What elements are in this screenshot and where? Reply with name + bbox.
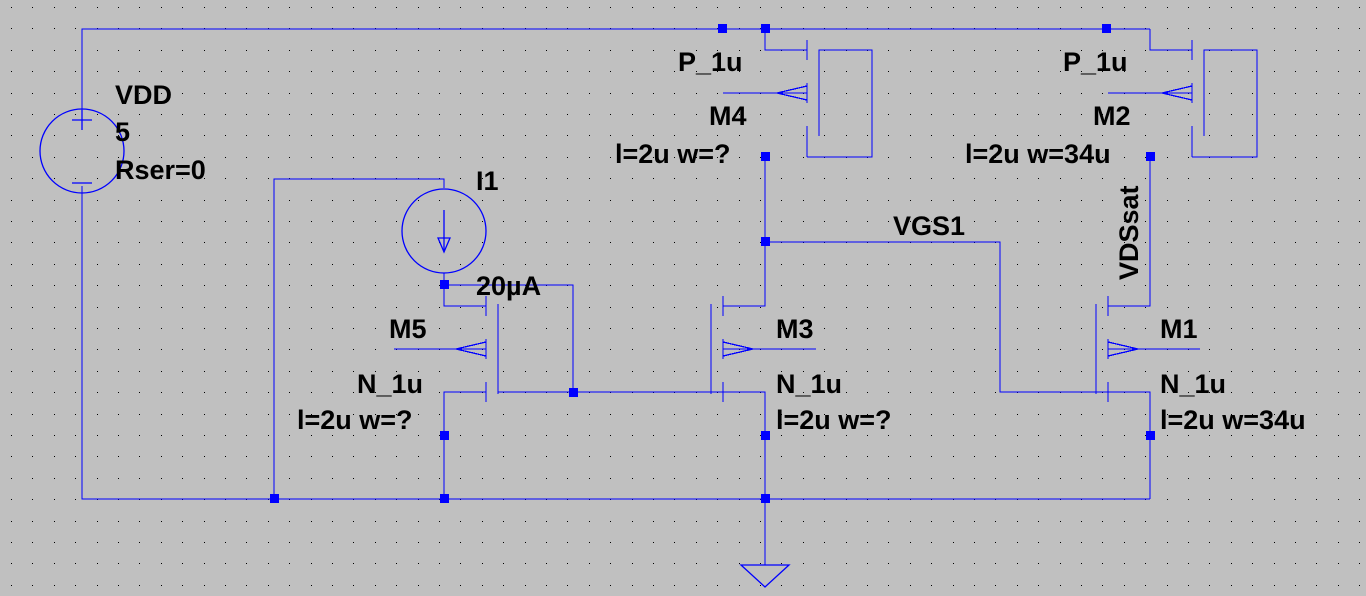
- ground-icon[interactable]: [739, 564, 791, 588]
- wire-m2-source[interactable]: [1149, 29, 1192, 51]
- junction-dot: [718, 24, 727, 33]
- junction-dot: [440, 431, 449, 440]
- wire-m4-source[interactable]: [764, 29, 807, 51]
- junction-dot: [1102, 24, 1111, 33]
- m5-model-label: N_1u: [357, 369, 424, 399]
- wire-m3-source[interactable]: [723, 391, 766, 565]
- m4-pmos-icon[interactable]: [776, 40, 808, 157]
- voltage-source-icon[interactable]: [39, 108, 125, 194]
- junction-dot: [569, 388, 578, 397]
- net-label-vdssat[interactable]: VDSsat: [1114, 185, 1144, 280]
- vdd-value-label: 5: [115, 117, 131, 147]
- wire-m2-drain[interactable]: [1192, 49, 1258, 158]
- i1-name-label: I1: [476, 166, 499, 196]
- wires[interactable]: [81, 28, 1258, 565]
- m3-model-label: N_1u: [776, 369, 843, 399]
- m3-name-label: M3: [776, 314, 814, 344]
- junction-dot: [761, 431, 770, 440]
- junction-dots: [270, 24, 1155, 503]
- junction-dot: [1146, 152, 1155, 161]
- m5-nmos-icon[interactable]: [455, 296, 499, 402]
- wire-i1-loop[interactable]: [273, 178, 445, 499]
- m4-name-label: M4: [709, 101, 747, 131]
- m4-model-label: P_1u: [678, 47, 743, 77]
- wire-m3-drain[interactable]: [723, 157, 766, 307]
- wire-top-rail[interactable]: [81, 28, 1150, 116]
- net-label-vgs1[interactable]: VGS1: [893, 211, 966, 241]
- m1-size-label: l=2u w=34u: [1160, 405, 1306, 435]
- junction-dot: [440, 280, 449, 289]
- wire-m5-drain[interactable]: [443, 285, 486, 307]
- wire-m1-source[interactable]: [1108, 391, 1151, 499]
- m3-size-label: l=2u w=?: [776, 405, 892, 435]
- wire-gate-bias[interactable]: [497, 318, 723, 393]
- current-source-icon[interactable]: [401, 188, 487, 274]
- m2-name-label: M2: [1093, 101, 1131, 131]
- junction-dot: [761, 494, 770, 503]
- junction-dot: [270, 494, 279, 503]
- wire-m4-drain[interactable]: [807, 49, 873, 158]
- m2-model-label: P_1u: [1063, 47, 1128, 77]
- m2-size-label: l=2u w=34u: [965, 139, 1111, 169]
- wire-m1-drain[interactable]: [1108, 157, 1151, 307]
- m4-size-label: l=2u w=?: [615, 139, 731, 169]
- m1-model-label: N_1u: [1160, 369, 1227, 399]
- junction-dot: [761, 24, 770, 33]
- m5-size-label: l=2u w=?: [297, 405, 413, 435]
- junction-dot: [761, 152, 770, 161]
- m1-name-label: M1: [1160, 314, 1198, 344]
- vdd-name-label: VDD: [115, 80, 173, 110]
- junction-dot: [440, 494, 449, 503]
- m5-name-label: M5: [389, 314, 427, 344]
- wire-bottom-rail[interactable]: [81, 186, 1150, 500]
- wire-m5-diode[interactable]: [444, 284, 574, 392]
- m2-pmos-icon[interactable]: [1161, 40, 1193, 157]
- wire-vgs1[interactable]: [765, 241, 1108, 393]
- wire-m5-source[interactable]: [443, 391, 486, 499]
- vdd-rser-label: Rser=0: [115, 155, 206, 185]
- i1-value-label: 20µA: [476, 271, 542, 301]
- junction-dot: [1146, 431, 1155, 440]
- junction-dot: [761, 237, 770, 246]
- m3-nmos-icon[interactable]: [710, 296, 754, 402]
- m1-nmos-icon[interactable]: [1095, 296, 1139, 402]
